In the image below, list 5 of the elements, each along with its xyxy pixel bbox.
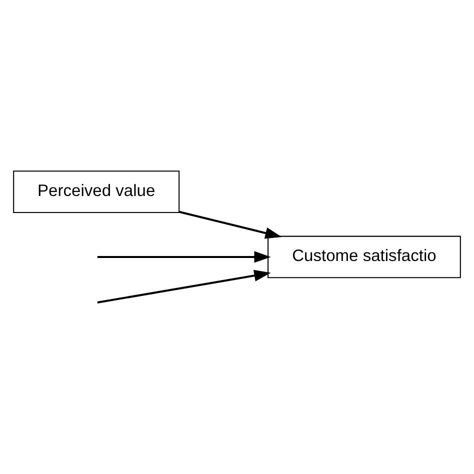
arrow — [97, 270, 271, 304]
node-box: Custome satisfactio — [268, 236, 461, 278]
arrow — [179, 210, 282, 239]
arrow — [97, 251, 271, 263]
node-box: Perceived value — [13, 170, 180, 214]
